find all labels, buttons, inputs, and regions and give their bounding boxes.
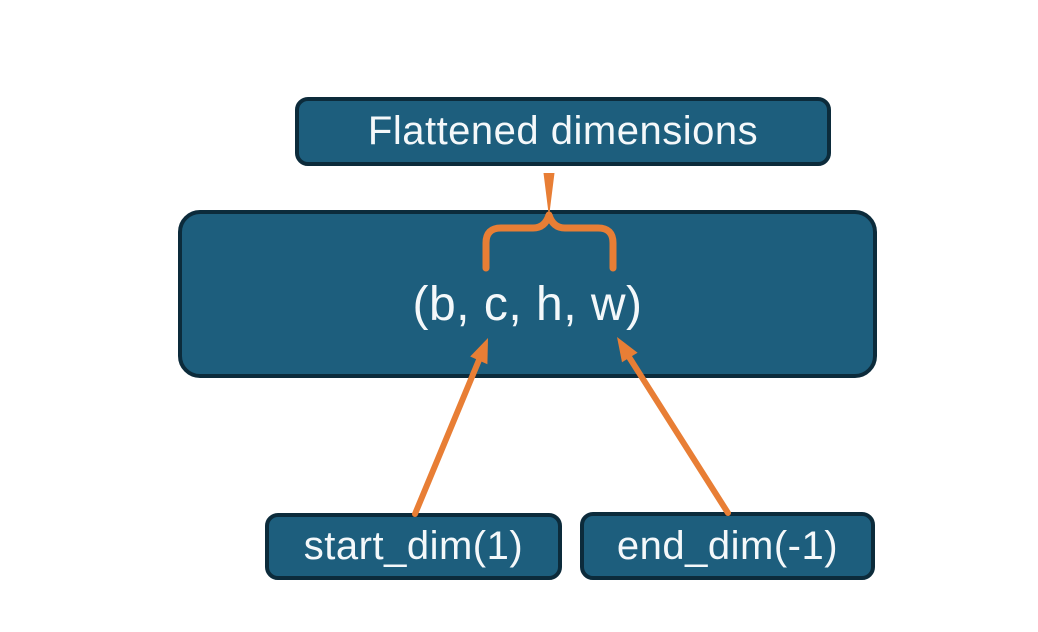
end-dim-box: end_dim(-1): [580, 512, 875, 580]
end-dim-label: end_dim(-1): [616, 523, 839, 568]
tensor-shape-box: (b, c, h, w): [178, 210, 877, 378]
tensor-shape-label: (b, c, h, w): [412, 277, 643, 331]
flattened-dimensions-label: Flattened dimensions: [367, 109, 759, 153]
start-dim-box: start_dim(1): [265, 513, 562, 580]
flattened-dimensions-box: Flattened dimensions: [295, 97, 831, 166]
start-dim-label: start_dim(1): [303, 524, 524, 568]
